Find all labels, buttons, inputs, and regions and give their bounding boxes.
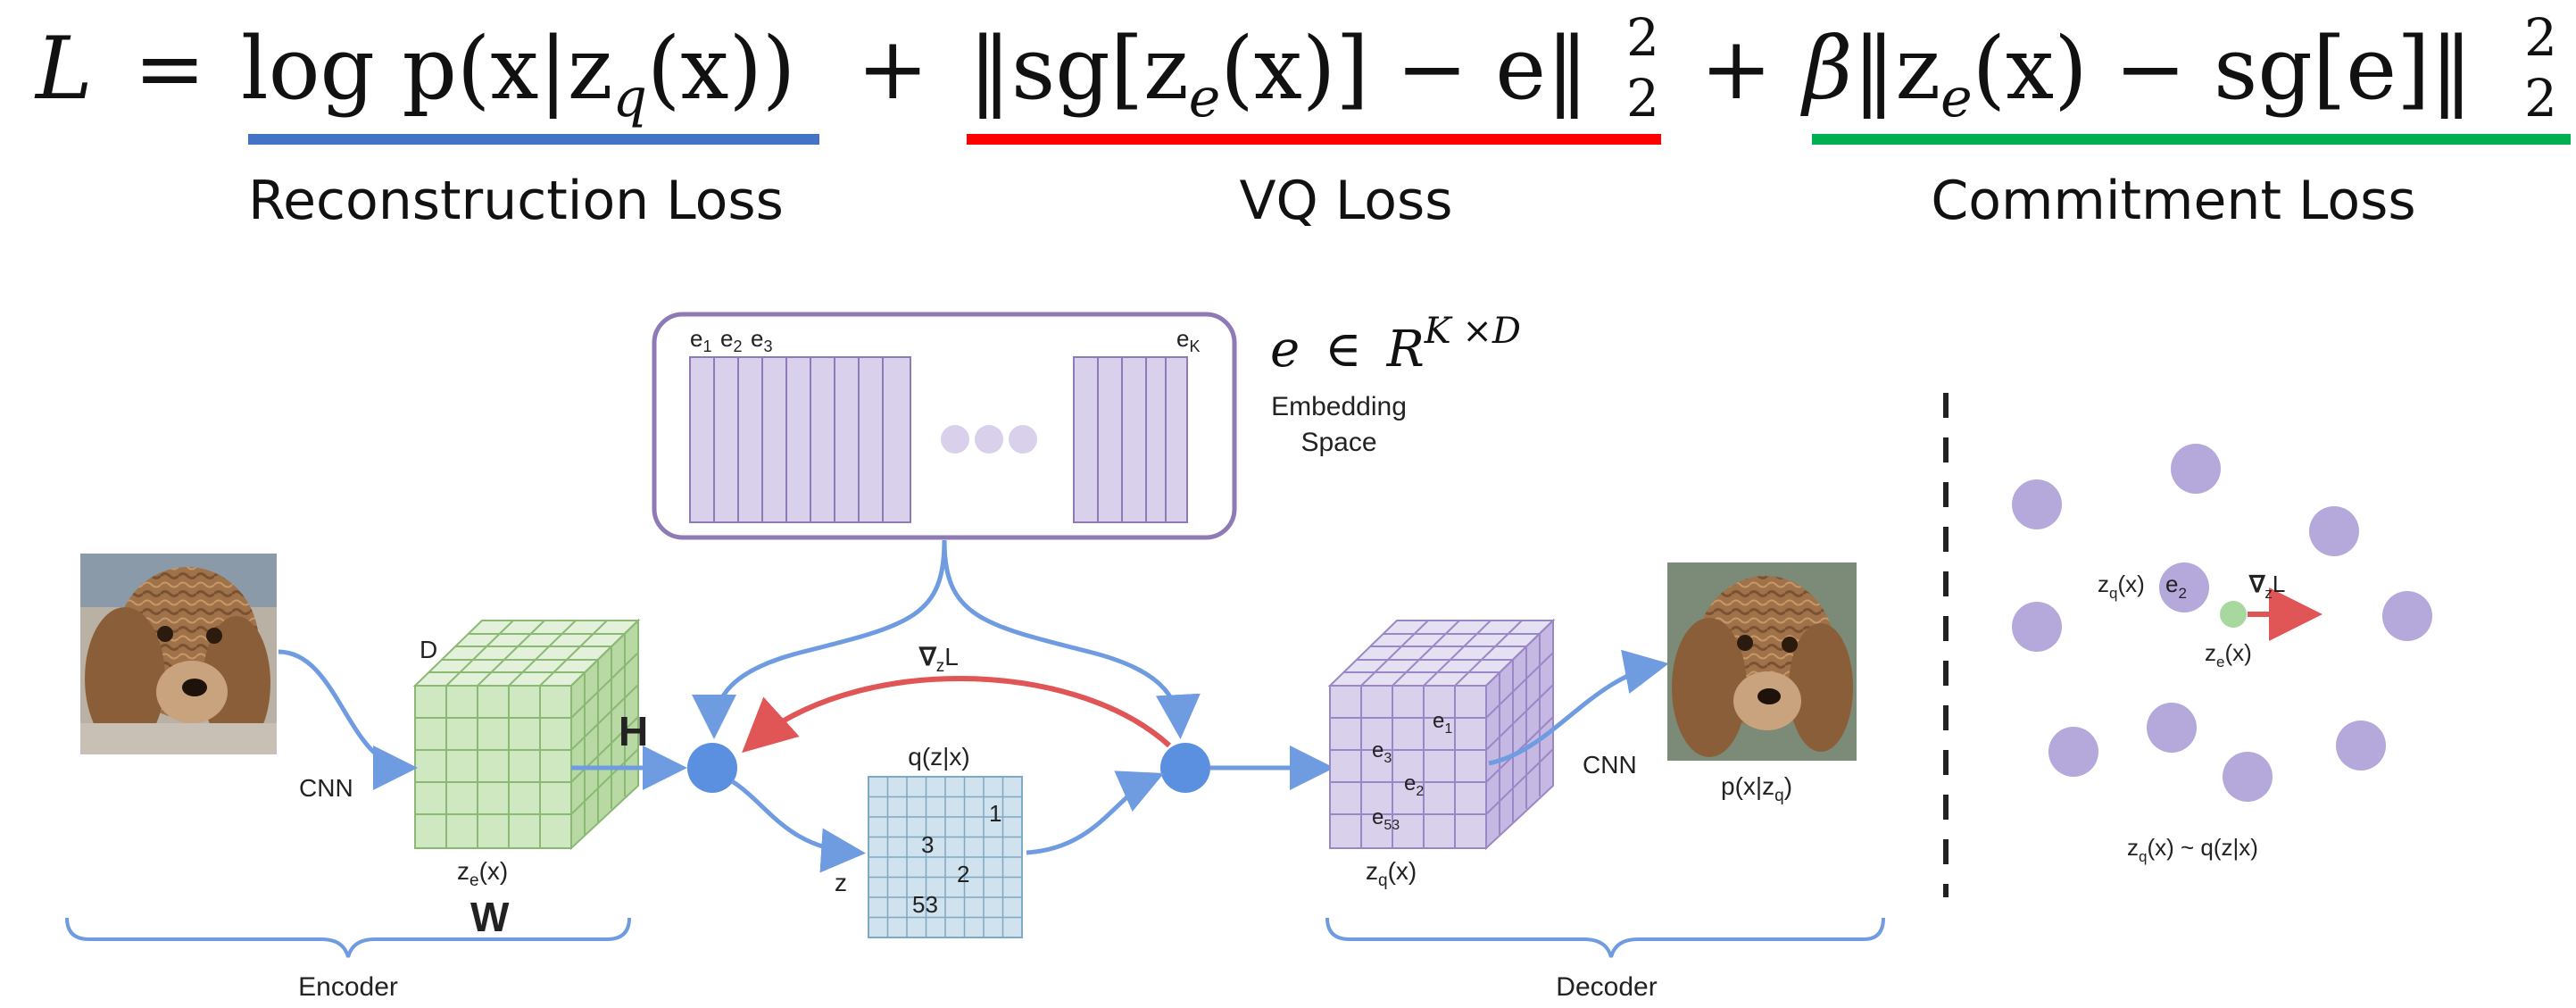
code-point — [2012, 602, 2062, 652]
decoder-e3-label: e3 — [1372, 738, 1392, 766]
decoder-cnn-label: CNN — [1583, 751, 1637, 779]
ellipsis-dot-1 — [941, 425, 969, 454]
flow-embedding-to-left-node — [692, 539, 947, 739]
encoder-label: Encoder — [298, 972, 398, 1002]
reconstruction-underline — [248, 134, 819, 145]
eq-plus1: + — [857, 19, 928, 119]
encoder-h-label: H — [619, 708, 648, 754]
grid-value-53: 53 — [912, 891, 938, 918]
decoder-e2-label: e2 — [1404, 771, 1424, 799]
right-e2-label: e2 — [2165, 571, 2187, 602]
z-label: z — [835, 869, 847, 896]
eq-term1: log p(x|zq(x)) — [241, 19, 795, 129]
right-ze-label: ze(x) — [2205, 639, 2252, 671]
code-point-e2 — [2159, 562, 2209, 612]
input-image — [80, 554, 277, 754]
codebook-left — [689, 356, 911, 523]
commitment-loss-label: Commitment Loss — [1931, 170, 2415, 232]
codebook-right-lines — [1097, 357, 1167, 522]
eq-plus2: + — [1700, 19, 1772, 119]
encoder-w-label: W — [470, 894, 510, 940]
encoder-output-point — [2220, 601, 2247, 628]
loss-equation: L = log p(x|zq(x)) + ‖sg[ze(x)] − e‖ 2 2… — [34, 7, 2557, 129]
decoder-e53-label: e53 — [1372, 805, 1400, 833]
ellipsis-dot-3 — [1009, 425, 1037, 454]
output-image — [1667, 562, 1857, 761]
qzx-grid: 1 3 2 53 — [868, 776, 1023, 938]
code-point — [2048, 727, 2098, 777]
grid-value-2: 2 — [957, 861, 969, 887]
eK-label: eK — [1176, 325, 1200, 355]
code-point — [2336, 721, 2386, 771]
decoder-e1-label: e1 — [1433, 709, 1452, 737]
e2-label: e2 — [720, 325, 742, 355]
vq-loss-label: VQ Loss — [1240, 170, 1453, 232]
eq-term3-sub: 2 — [2524, 68, 2557, 129]
decoder-label: Decoder — [1556, 972, 1657, 1002]
encoder-cnn-label: CNN — [299, 774, 353, 802]
encoder-brace — [65, 917, 631, 958]
right-zq-label: zq(x) — [2098, 571, 2145, 602]
embedding-scatter — [2012, 444, 2432, 802]
ellipsis-dot-2 — [975, 425, 1003, 454]
right-bottom-label: zq(x) ~ q(z|x) — [2127, 834, 2258, 865]
eq-term2-sup: 2 — [1626, 7, 1659, 68]
e1-label: e1 — [690, 325, 711, 355]
code-point — [2171, 444, 2221, 494]
encoder-d-label: D — [420, 636, 437, 663]
quantize-node-left — [687, 743, 737, 793]
eq-term3-sup: 2 — [2524, 7, 2557, 68]
eq-term2: ‖sg[ze(x)] − e‖ — [968, 19, 1589, 129]
flow-grid-to-node — [1026, 771, 1165, 855]
flow-embedding-to-right-node — [942, 539, 1201, 739]
encoder-cube — [412, 618, 641, 851]
eq-lhs: L — [34, 19, 93, 119]
reconstruction-loss-label: Reconstruction Loss — [248, 170, 784, 232]
eq-term3: β‖ze(x) − sg[e]‖ — [1800, 19, 2473, 129]
eq-equals: = — [134, 19, 205, 119]
embedding-box — [652, 312, 1237, 540]
code-point — [2223, 752, 2273, 802]
output-pxz-label: p(x|zq) — [1721, 772, 1792, 805]
right-grad-label: ∇zL — [2248, 571, 2285, 602]
qzx-label: q(z|x) — [908, 743, 970, 771]
codebook-right — [1073, 356, 1188, 523]
embedding-space-label-line2: Space — [1300, 428, 1376, 457]
gradient-arrow — [742, 676, 1172, 754]
embedding-formula: e∈RK ×D — [1270, 311, 1521, 379]
code-point — [2012, 479, 2062, 529]
decoder-zq-label: zq(x) — [1366, 857, 1417, 890]
gradient-label: ∇zL — [918, 643, 959, 676]
grid-value-1: 1 — [989, 800, 1001, 827]
e3-label: e3 — [751, 325, 772, 355]
code-point — [2309, 506, 2359, 556]
codebook-left-lines — [713, 357, 884, 522]
encoder-ze-label: ze(x) — [457, 857, 508, 890]
grid-value-3: 3 — [921, 831, 934, 858]
vq-underline — [967, 134, 1661, 145]
commitment-underline — [1812, 134, 2571, 145]
embedding-space: e1 e2 e3 eK Embedding Space e∈RK ×D — [652, 311, 1521, 540]
embedding-space-label-line1: Embedding — [1271, 392, 1407, 421]
flow-node-to-grid — [730, 779, 866, 873]
decoder-cube: e1 e3 e2 e53 — [1327, 618, 1556, 851]
flow-image-to-encoder — [278, 649, 418, 790]
code-point — [2147, 703, 2197, 753]
flow-decoder-to-output — [1488, 649, 1669, 766]
code-point — [2382, 591, 2432, 641]
decoder-brace — [1325, 917, 1885, 958]
quantize-node-right — [1160, 743, 1210, 793]
eq-term2-sub: 2 — [1626, 68, 1659, 129]
